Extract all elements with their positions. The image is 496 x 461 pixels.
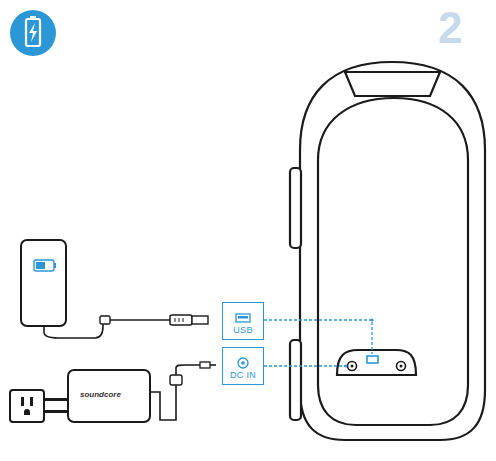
power-adapter (68, 370, 150, 422)
speaker (290, 62, 485, 440)
port-label-box: USB (222, 302, 264, 340)
usb-cable (44, 320, 103, 338)
dcin-leader (264, 365, 346, 366)
phone (21, 240, 66, 326)
usb-leader (264, 320, 372, 354)
brand-name: soundcore (80, 391, 121, 399)
charge-icon (10, 10, 56, 56)
port-label-box: DC IN (222, 347, 264, 385)
port-name: DC IN (230, 371, 256, 380)
wall-socket (10, 390, 44, 422)
port-name: USB (233, 326, 252, 335)
dc-port-icon (234, 357, 252, 369)
usb-port-icon (234, 312, 252, 324)
step-number: 2 (438, 6, 462, 50)
